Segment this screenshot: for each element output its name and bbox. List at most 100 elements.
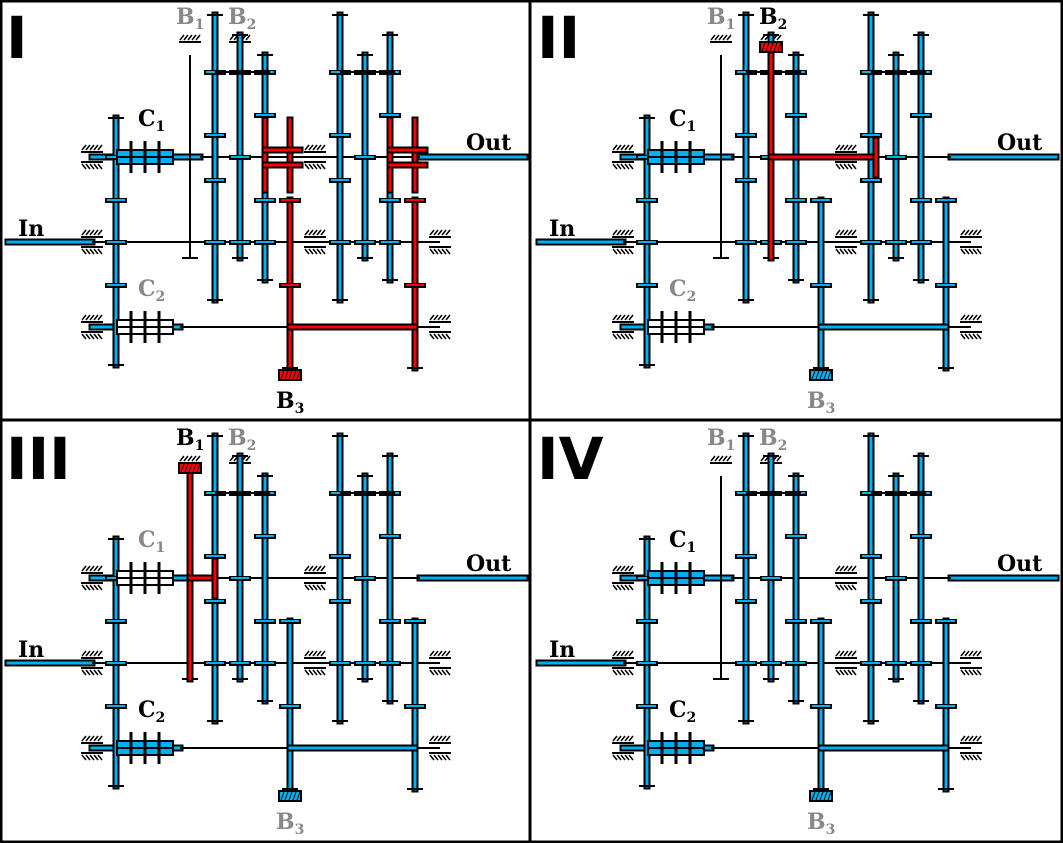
label-c2: C2 [669,697,696,726]
ground [304,161,326,170]
b2-brake [759,41,783,53]
ground [81,314,103,323]
gear-col-5 [885,472,907,683]
b3-gear-2 [935,617,957,793]
ground [960,331,982,340]
ground [612,667,634,676]
label-b2: B2 [759,425,787,454]
ground [81,161,103,170]
ground [81,246,103,255]
ground [835,650,857,659]
ground [612,144,634,153]
label-b3: B3 [807,809,835,838]
ground [429,735,451,744]
ground [429,314,451,323]
label-b2: B2 [759,4,787,33]
ground [960,735,982,744]
clutch-c1 [116,562,174,594]
b3-gear-1 [279,617,301,793]
ground [835,582,857,591]
label-out: Out [466,130,512,156]
ground [429,246,451,255]
ground [612,650,634,659]
ground [81,752,103,761]
ground [612,582,634,591]
ground [81,735,103,744]
b3-gear-2 [404,196,426,372]
ground [612,246,634,255]
gear-col-3 [254,472,276,705]
clutch-c2 [116,311,174,343]
ground [81,565,103,574]
ground [612,752,634,761]
gear-col-6 [910,452,932,705]
label-b2: B2 [228,425,256,454]
ground [81,229,103,238]
b3-gear-2 [935,196,957,372]
ground [304,650,326,659]
gear-col-3 [785,51,807,284]
b1-ground [179,455,201,464]
label-out: Out [997,551,1043,577]
label-c1: C1 [669,527,696,556]
ground [612,161,634,170]
ground [81,144,103,153]
ground [960,229,982,238]
ground [835,161,857,170]
label-in: In [549,637,575,663]
b3-gear-1 [810,196,832,372]
label-c2: C2 [138,697,165,726]
clutch-c2 [647,732,705,764]
ground [960,650,982,659]
ground [835,246,857,255]
ground [304,246,326,255]
ground [835,565,857,574]
ground [429,752,451,761]
label-in: In [549,216,575,242]
ground [612,331,634,340]
ground [835,144,857,153]
label-in: In [18,637,44,663]
b3-gear-1 [810,617,832,793]
label-c1: C1 [138,106,165,135]
label-c2: C2 [138,276,165,305]
label-in: In [18,216,44,242]
ground [429,650,451,659]
panel-numeral: II [537,4,580,72]
ground [304,582,326,591]
gear-col-1 [204,11,226,304]
gear-col-2 [760,452,782,683]
clutch-c1 [647,141,705,173]
ground [429,331,451,340]
b1-ground [710,455,732,464]
ground [960,246,982,255]
ground [429,667,451,676]
gear-col-5 [354,51,376,262]
panel-numeral: III [6,425,71,493]
label-b2: B2 [228,4,256,33]
panel-numeral: IV [537,425,604,493]
ground [835,229,857,238]
label-b1: B1 [176,425,204,454]
b3-brake [278,369,302,381]
b3-gear-2 [404,617,426,793]
label-b3: B3 [276,388,304,417]
b3-brake [809,369,833,381]
ground [81,650,103,659]
b3-gear-1 [279,196,301,372]
gear-col-4 [329,432,351,725]
label-b1: B1 [176,4,204,33]
ground [81,331,103,340]
b1-ground [179,34,201,43]
label-c1: C1 [138,527,165,556]
clutch-c1 [116,141,174,173]
b1-ground [710,34,732,43]
label-b3: B3 [276,809,304,838]
ground [304,667,326,676]
gear-col-6 [379,452,401,705]
